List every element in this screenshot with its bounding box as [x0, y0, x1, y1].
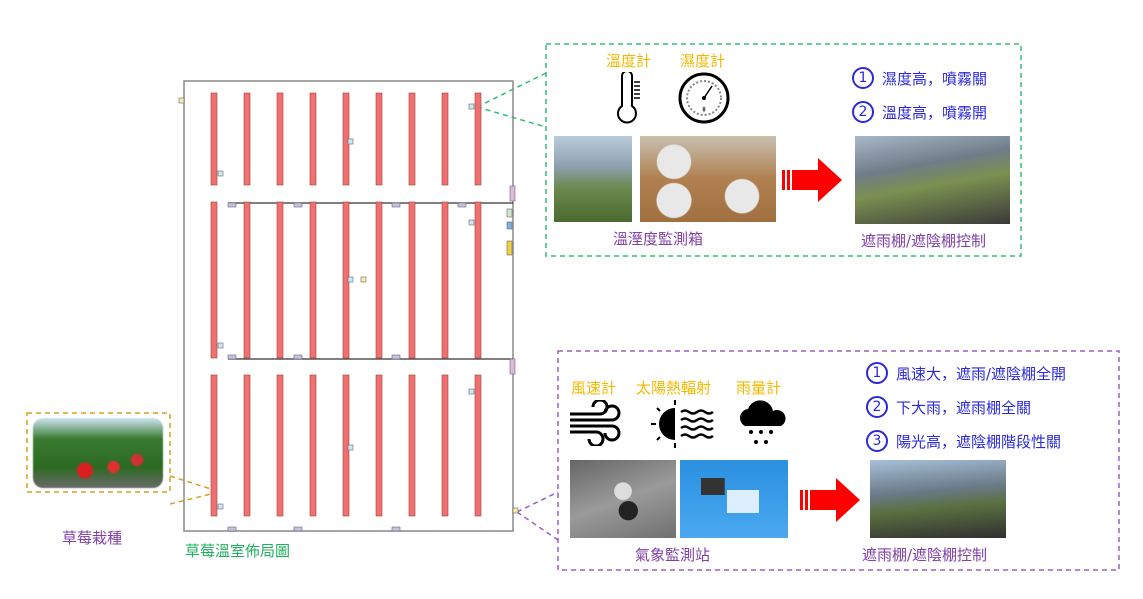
- planting-bed: [276, 201, 284, 359]
- weather-station-label: 氣象監測站: [635, 546, 711, 564]
- planting-bed: [408, 92, 416, 186]
- layout-title: 草莓溫室佈局圖: [185, 542, 291, 560]
- planting-bed: [243, 201, 251, 359]
- indoor-rule-1: 1 濕度高，噴霧關: [852, 67, 987, 89]
- sensor-marker: [512, 507, 519, 514]
- right-arrow-icon: [800, 478, 860, 522]
- rule-text: 濕度高，噴霧關: [882, 69, 988, 88]
- sensor-marker: [227, 526, 237, 532]
- planting-bed: [474, 92, 482, 186]
- planting-bed: [243, 374, 251, 517]
- greenhouse-sensor-photo: [554, 136, 632, 222]
- rule-number: 2: [852, 101, 874, 123]
- planting-bed: [441, 92, 449, 186]
- rule-text: 溫度高，噴霧開: [882, 103, 988, 122]
- sensor-marker: [506, 221, 513, 230]
- sensor-marker: [391, 526, 401, 532]
- sensor-marker: [217, 170, 224, 177]
- rule-number: 2: [866, 396, 888, 418]
- planting-bed: [276, 374, 284, 517]
- sensor-marker: [227, 202, 237, 208]
- thermometer-icon: [617, 72, 640, 124]
- thermometer-label: 溫度計: [606, 52, 652, 70]
- sensor-marker: [509, 358, 516, 375]
- sensor-marker: [217, 503, 224, 510]
- monitor-box-photo: [640, 136, 776, 222]
- strawberry-label: 草莓栽種: [62, 529, 123, 547]
- planting-bed: [210, 374, 218, 517]
- planting-bed: [309, 92, 317, 186]
- indoor-rule-2: 2 溫度高，噴霧開: [852, 101, 987, 123]
- sensor-marker: [506, 208, 513, 218]
- hygrometer-label: 濕度計: [680, 52, 726, 70]
- planting-bed: [441, 374, 449, 517]
- sensor-marker: [468, 103, 475, 110]
- indoor-station-label: 溫溼度監測箱: [613, 230, 704, 248]
- planting-bed: [408, 374, 416, 517]
- planting-bed: [309, 201, 317, 359]
- rule-number: 1: [866, 362, 888, 384]
- sensor-marker: [293, 526, 303, 532]
- planting-bed: [210, 92, 218, 186]
- strawberry-callout-box: [26, 412, 171, 493]
- weather-control-label: 遮雨棚/遮陰棚控制: [862, 546, 988, 564]
- rule-text: 陽光高，遮陰棚階段性關: [896, 432, 1062, 451]
- sensor-marker: [217, 342, 224, 349]
- weather-station-photo-1: [570, 460, 676, 538]
- sensor-marker: [506, 240, 513, 256]
- shade-control-photo-weather: [870, 460, 1006, 538]
- right-arrow-icon: [782, 158, 842, 202]
- sensor-marker: [347, 138, 354, 145]
- hygrometer-icon: [678, 72, 730, 124]
- sensor-marker: [227, 354, 237, 360]
- shade-control-photo-indoor: [855, 136, 1010, 224]
- sensor-marker: [293, 354, 303, 360]
- planting-bed: [243, 92, 251, 186]
- planting-bed: [474, 374, 482, 517]
- wind-icon: [570, 400, 621, 446]
- solar-radiation-icon: [651, 400, 714, 448]
- planting-bed: [441, 201, 449, 359]
- weather-callout-box: [557, 350, 1120, 571]
- planting-bed: [375, 92, 383, 186]
- weather-rule-2: 2 下大雨，遮雨棚全關: [866, 396, 1031, 418]
- indoor-control-label: 遮雨棚/遮陰棚控制: [861, 232, 987, 250]
- weather-station-photo-2: [680, 460, 788, 538]
- sensor-marker: [509, 185, 516, 202]
- weather-rule-1: 1 風速大，遮雨/遮陰棚全開: [866, 362, 1066, 384]
- rule-text: 下大雨，遮雨棚全關: [896, 398, 1032, 417]
- sensor-marker: [468, 388, 475, 395]
- solar-label: 太陽熱輻射: [636, 379, 712, 397]
- sensor-marker: [360, 276, 367, 283]
- indoor-callout-box: [545, 43, 1022, 257]
- rain-gauge-label: 雨量計: [736, 379, 782, 397]
- anemometer-label: 風速計: [571, 379, 617, 397]
- planting-bed: [375, 374, 383, 517]
- weather-rule-3: 3 陽光高，遮陰棚階段性關: [866, 430, 1061, 452]
- sensor-marker: [347, 276, 354, 283]
- sensor-marker: [391, 354, 401, 360]
- rule-number: 1: [852, 67, 874, 89]
- planting-bed: [408, 201, 416, 359]
- sensor-marker: [391, 202, 401, 208]
- strawberry-photo: [33, 418, 163, 488]
- planting-bed: [474, 201, 482, 359]
- sensor-marker: [468, 219, 475, 226]
- sensor-marker: [293, 202, 303, 208]
- rule-number: 3: [866, 430, 888, 452]
- planting-bed: [276, 92, 284, 186]
- planting-bed: [210, 201, 218, 359]
- sensor-marker: [178, 97, 185, 104]
- planting-bed: [375, 201, 383, 359]
- sensor-marker: [347, 444, 354, 451]
- planting-bed: [309, 374, 317, 517]
- rain-cloud-icon: [740, 400, 786, 444]
- greenhouse-floor-plan: [178, 80, 519, 532]
- rule-text: 風速大，遮雨/遮陰棚全開: [896, 364, 1067, 383]
- sensor-marker: [457, 202, 467, 208]
